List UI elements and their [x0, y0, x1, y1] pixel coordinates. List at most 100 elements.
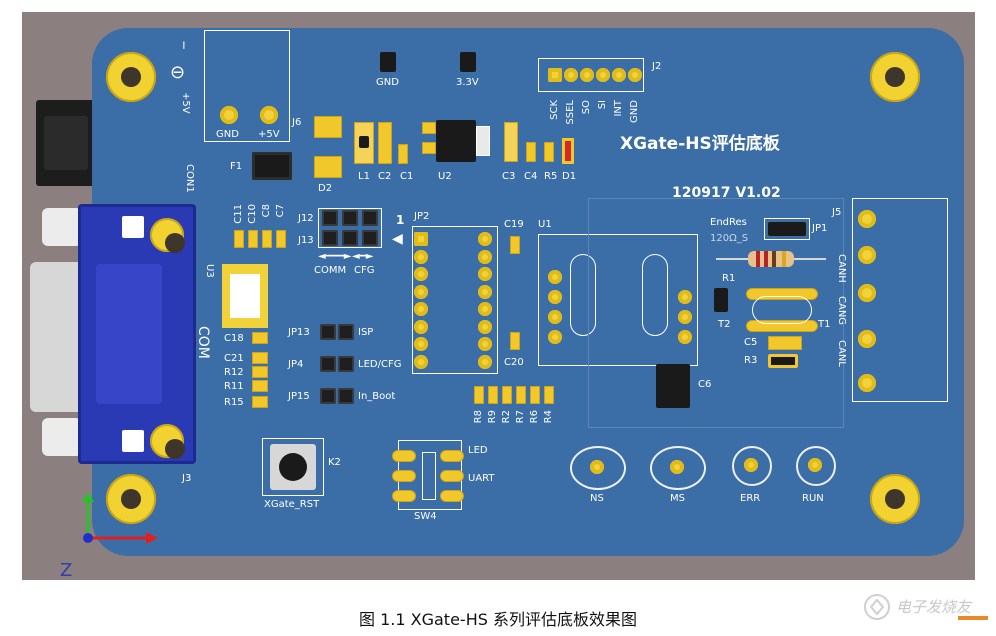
l1-label: L1 [358, 171, 370, 182]
t2-label: T2 [718, 319, 731, 330]
res-row-r6 [530, 386, 540, 404]
cap-c11 [234, 230, 244, 248]
j6-pad-5v [260, 106, 278, 124]
c2-label: C2 [378, 171, 392, 182]
run-led-pad [808, 458, 822, 472]
res-row-label-r4: R4 [543, 410, 554, 424]
ms-led-pad [670, 460, 684, 474]
mounting-hole-bl [106, 474, 156, 524]
gnd-testpoint [380, 52, 396, 72]
axis-gizmo [82, 492, 158, 544]
c20-label: C20 [504, 357, 524, 368]
comm-label: COMM [314, 265, 347, 276]
jp2-pin-left-4 [414, 284, 428, 299]
endres-value: 120Ω_S [710, 233, 749, 244]
db9-tab-top [42, 208, 82, 246]
l1-core [359, 136, 369, 148]
u2-regulator [436, 120, 476, 162]
j6-terminal-outline [204, 30, 290, 142]
res-row-r2 [502, 386, 512, 404]
j5-terminal-outline [852, 198, 948, 402]
u1-slot-left [570, 254, 596, 336]
j2-pin-label-ssel: SSEL [565, 100, 576, 125]
cfg-arrow-icon: ◄━► [352, 251, 374, 262]
j2-pin-label-int: INT [613, 100, 624, 117]
fuse-f1 [252, 152, 292, 180]
cap-label-c11: C11 [233, 204, 244, 224]
k2-label: K2 [328, 457, 341, 468]
c21-cap [252, 352, 268, 364]
jp2-pin-right-3 [478, 267, 492, 281]
j2-pin-label-so: SO [581, 100, 592, 115]
u2-tab-bottom [422, 142, 436, 154]
k2-button-outline [262, 438, 324, 496]
r15-res [252, 396, 268, 408]
jp2-pin-right-7 [478, 337, 492, 351]
u1-pad-l1 [548, 270, 562, 284]
pin1-label: 1 [396, 213, 405, 227]
cap-c7 [276, 230, 286, 248]
t2-transistor [714, 288, 728, 312]
j2-pin-label-sck: SCK [549, 100, 560, 120]
j13-jumper-3 [362, 230, 378, 246]
t1-choke [742, 286, 822, 336]
jp2-pin-right-8 [478, 354, 492, 369]
sw4-switch[interactable] [392, 446, 468, 508]
j6-label: J6 [292, 117, 302, 128]
u1-slot-right [642, 254, 668, 336]
j5-pad-3 [858, 284, 876, 302]
j13-jumper-2 [342, 230, 358, 246]
j12-j13-outline [318, 208, 382, 248]
sw4-label: SW4 [414, 511, 437, 522]
d2-diode-top [314, 116, 342, 138]
cap-c8 [262, 230, 272, 248]
c18-label: C18 [224, 333, 244, 344]
jp13-jumper-1 [320, 324, 336, 340]
run-led [796, 446, 836, 486]
d2-diode-bottom [314, 156, 342, 178]
c19-cap [510, 236, 520, 254]
r15-label: R15 [224, 397, 244, 408]
r3-label: R3 [744, 355, 758, 366]
res-row-label-r7: R7 [515, 410, 526, 424]
r1-label: R1 [722, 273, 736, 284]
ledcfg-label: LED/CFG [358, 359, 402, 370]
3v3-testpoint-label: 3.3V [456, 77, 479, 88]
res-row-label-r6: R6 [529, 410, 540, 424]
j12-jumper-1 [322, 210, 338, 226]
axis-z-label: Z [60, 560, 73, 580]
db9-screw-top [150, 218, 185, 253]
power-polarity-plus: +5V [180, 92, 191, 114]
jp1-outline [764, 218, 810, 240]
r5-res [544, 142, 554, 162]
j2-pin-1 [548, 68, 562, 82]
c18-cap [252, 332, 268, 344]
u1-outline [538, 234, 698, 366]
j5-label: J5 [832, 207, 842, 218]
j2-pin-6 [628, 68, 642, 82]
c3-cap [504, 122, 518, 162]
j5-pad-4 [858, 330, 876, 348]
cap-label-c8: C8 [261, 204, 272, 218]
can-label-canl: CANL [836, 340, 847, 367]
r5-label: R5 [544, 171, 558, 182]
power-polarity-icon: ⊖ [170, 62, 186, 83]
res-row-label-r8: R8 [473, 410, 484, 424]
j2-pin-label-si: SI [597, 100, 608, 110]
uart-label: UART [468, 473, 495, 484]
comm-arrow-icon: ◄━━━► [318, 251, 352, 262]
render-viewport: − ⊖ +5V CON1 GND +5V J6 F1 GND 3.3V D2 L… [22, 12, 975, 580]
jp2-pin-left-6 [414, 319, 428, 334]
j2-label: J2 [652, 61, 662, 72]
k2-reset-button[interactable] [270, 444, 316, 490]
f1-label: F1 [230, 161, 243, 172]
j6-gnd-label: GND [216, 129, 239, 140]
j12-jumper-2 [342, 210, 358, 226]
jp2-pin-left-5 [414, 302, 428, 316]
j13-label: J13 [298, 235, 314, 246]
watermark: 电子发烧友 [862, 590, 990, 624]
j13-jumper-1 [322, 230, 338, 246]
c6-label: C6 [698, 379, 712, 390]
jp2-pin-right-5 [478, 302, 492, 316]
jp2-pin-right-6 [478, 319, 492, 334]
